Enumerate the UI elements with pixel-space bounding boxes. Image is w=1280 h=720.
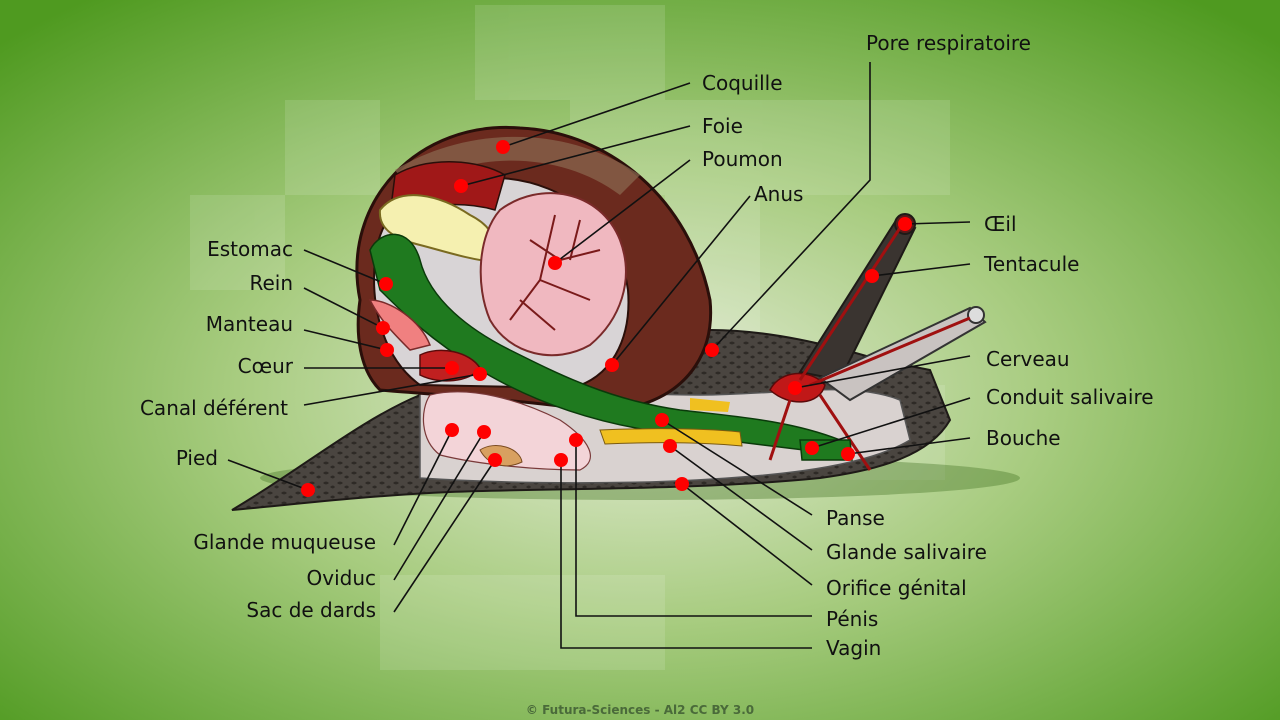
label-oeil: Œil (984, 212, 1017, 236)
marker-pied (301, 483, 315, 497)
genital-organs (422, 391, 591, 471)
label-canal-deferent: Canal déférent (140, 396, 288, 420)
marker-bouche (841, 447, 855, 461)
marker-orifice-genital (675, 477, 689, 491)
label-sac-de-dards: Sac de dards (246, 598, 376, 622)
label-bouche: Bouche (986, 426, 1061, 450)
label-poumon: Poumon (702, 147, 783, 171)
label-pied: Pied (176, 446, 218, 470)
crop-yellow (599, 428, 743, 447)
label-orifice-genital: Orifice génital (826, 576, 967, 600)
nerves (768, 227, 971, 471)
label-coeur: Cœur (238, 354, 294, 378)
shell-band (395, 136, 640, 195)
kidney (368, 299, 432, 351)
label-panse: Panse (826, 506, 885, 530)
marker-pore-respiratoire (705, 343, 719, 357)
label-cerveau: Cerveau (986, 347, 1070, 371)
label-glande-muqueuse: Glande muqueuse (193, 530, 376, 554)
marker-manteau (380, 343, 394, 357)
marker-canal-deferent (473, 367, 487, 381)
marker-rein (376, 321, 390, 335)
label-anus: Anus (754, 182, 803, 206)
label-coquille: Coquille (702, 71, 783, 95)
lower-tentacle (818, 306, 987, 402)
marker-foie (454, 179, 468, 193)
label-glande-salivaire: Glande salivaire (826, 540, 987, 564)
marker-panse (655, 413, 669, 427)
marker-sac-de-dards (488, 453, 502, 467)
intestine (369, 233, 847, 456)
label-estomac: Estomac (207, 237, 293, 261)
marker-vagin (554, 453, 568, 467)
label-pore-respiratoire: Pore respiratoire (866, 31, 1031, 55)
marker-cerveau (788, 381, 802, 395)
marker-oviduc (477, 425, 491, 439)
label-vagin: Vagin (826, 636, 881, 660)
crop-yellow-2 (690, 398, 730, 412)
labels: Pore respiratoire Coquille Foie Poumon A… (140, 31, 1154, 660)
marker-penis (569, 433, 583, 447)
marker-poumon (548, 256, 562, 270)
marker-glande-salivaire (663, 439, 677, 453)
credit-text: © Futura-Sciences - Al2 CC BY 3.0 (526, 703, 754, 717)
label-conduit-salivaire: Conduit salivaire (986, 385, 1154, 409)
label-tentacule: Tentacule (983, 252, 1079, 276)
marker-estomac (379, 277, 393, 291)
label-oviduc: Oviduc (306, 566, 376, 590)
label-rein: Rein (249, 271, 293, 295)
label-foie: Foie (702, 114, 743, 138)
label-manteau: Manteau (206, 312, 293, 336)
marker-conduit-salivaire (805, 441, 819, 455)
marker-coquille (496, 140, 510, 154)
lower-tentacle-tip (967, 306, 985, 324)
marker-anus (605, 358, 619, 372)
marker-glande-muqueuse (445, 423, 459, 437)
marker-oeil (898, 217, 912, 231)
marker-coeur (445, 361, 459, 375)
markers (301, 140, 912, 497)
label-penis: Pénis (826, 607, 878, 631)
lung (479, 192, 627, 357)
marker-tentacule (865, 269, 879, 283)
leader-lines (227, 62, 971, 649)
